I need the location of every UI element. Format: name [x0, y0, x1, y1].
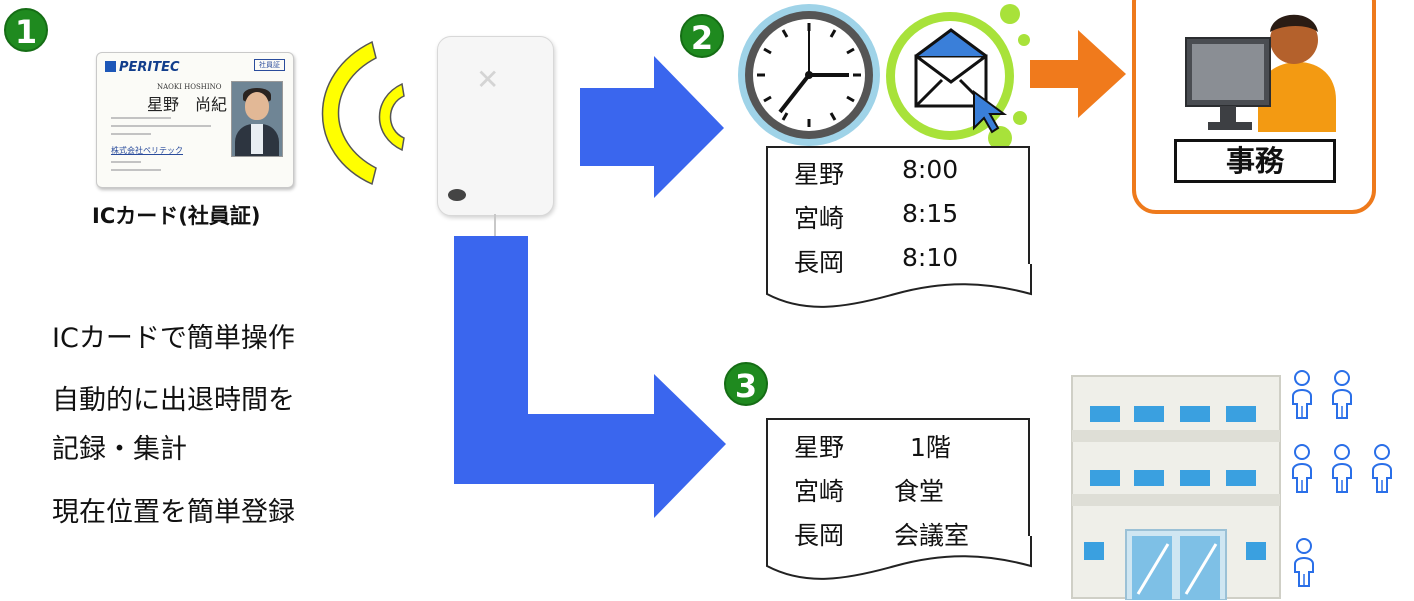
feature-4: 現在位置を簡単登録 [52, 497, 295, 528]
card-logo: PERITEC [105, 60, 180, 75]
location-place-2: 食堂 [894, 477, 945, 506]
attendance-name-3: 長岡 [794, 248, 845, 277]
card-reader-icon: ✕ [437, 36, 554, 216]
card-caption: ICカード(社員証) [92, 204, 261, 228]
email-icon [886, 4, 1030, 150]
person-icon [1292, 370, 1312, 419]
office-worker-icon [1185, 14, 1336, 132]
card-romaji: NAOKI HOSHINO [157, 83, 222, 91]
office-label: 事務 [1174, 139, 1336, 183]
ic-card: PERITEC 社員証 NAOKI HOSHINO 星野 尚紀 株式会社ペリテッ… [96, 52, 294, 188]
location-sheet [766, 418, 1030, 548]
card-photo [231, 81, 283, 157]
reader-cable [494, 214, 496, 242]
step-badge-2: 2 [680, 14, 724, 58]
card-address-lines [111, 161, 171, 177]
feature-2: 自動的に出退時間を [52, 385, 295, 416]
step-badge-3: 3 [724, 362, 768, 406]
feature-1: ICカードで簡単操作 [52, 323, 295, 354]
arrow-to-location [454, 236, 726, 518]
location-place-1: 1階 [910, 433, 951, 462]
card-text-lines [111, 117, 223, 141]
attendance-time-1: 8:00 [902, 155, 959, 184]
location-place-3: 会議室 [894, 521, 970, 550]
location-name-2: 宮崎 [794, 477, 845, 506]
attendance-name-1: 星野 [794, 160, 845, 189]
feature-3: 記録・集計 [52, 434, 187, 465]
clock-icon [738, 4, 880, 146]
attendance-time-3: 8:10 [902, 243, 959, 272]
person-icon [1332, 444, 1352, 493]
attendance-name-2: 宮崎 [794, 204, 845, 233]
attendance-time-2: 8:15 [902, 199, 959, 228]
person-icon [1372, 444, 1392, 493]
person-icon [1332, 370, 1352, 419]
person-icon [1294, 538, 1314, 587]
step-badge-1: 1 [4, 8, 48, 52]
nfc-signal-icon [321, 40, 405, 186]
attendance-sheet [766, 146, 1030, 276]
location-name-1: 星野 [794, 433, 845, 462]
arrow-to-office [1030, 30, 1126, 118]
person-icon [1292, 444, 1312, 493]
card-company: 株式会社ペリテック [111, 146, 183, 155]
card-tag: 社員証 [254, 59, 285, 71]
building-icon [1071, 375, 1281, 600]
location-sheet-wave [766, 536, 1032, 580]
card-name: 星野 尚紀 [147, 95, 228, 114]
arrow-to-attendance [580, 56, 724, 198]
attendance-sheet-wave [766, 264, 1032, 308]
location-name-3: 長岡 [794, 521, 845, 550]
